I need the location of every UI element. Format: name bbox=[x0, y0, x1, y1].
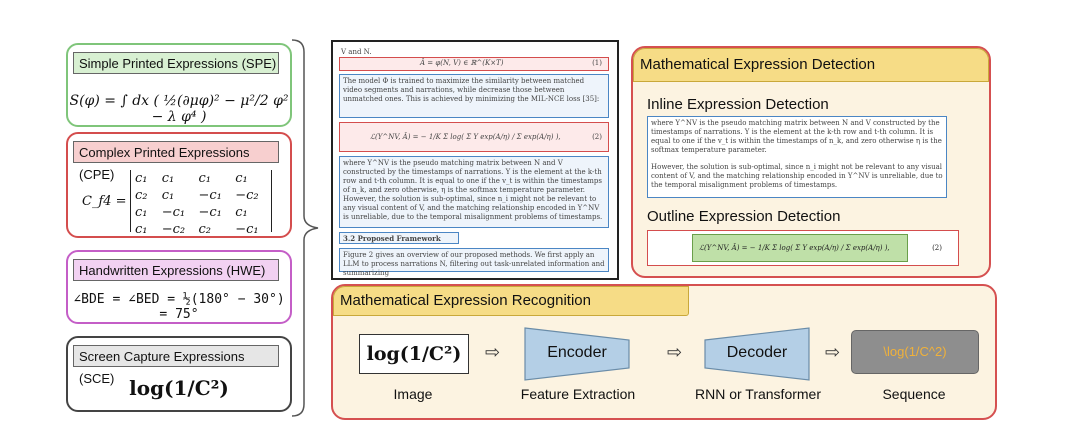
cpe-lhs: C_f4 = bbox=[82, 194, 127, 209]
paper-para1: The model Φ is trained to maximize the s… bbox=[343, 77, 600, 103]
caption-image: Image bbox=[393, 386, 433, 402]
matrix-cell: c₂ bbox=[198, 222, 211, 237]
paper-page: V and N. Â = φ(N, V) ∈ ℝ^(K×T) (1) The m… bbox=[331, 40, 619, 280]
detection-panel: Mathematical Expression Detection Inline… bbox=[631, 46, 991, 278]
caption-feature-extraction: Feature Extraction bbox=[520, 386, 636, 402]
encoder-label: Encoder bbox=[547, 344, 607, 361]
matrix-cell: −c₁ bbox=[235, 222, 259, 237]
paper-section: 3.2 Proposed Framework bbox=[343, 234, 441, 243]
detection-title: Mathematical Expression Detection bbox=[633, 48, 989, 82]
arrow-icon: ⇨ bbox=[485, 342, 501, 362]
encoder-shape bbox=[524, 327, 630, 381]
paper-eq1: Â = φ(N, V) ∈ ℝ^(K×T) bbox=[420, 59, 504, 67]
outline-eq-highlight: ℒ(Y^NV, Â) = − 1/K Σ log( Σ Y exp(A/η) /… bbox=[692, 234, 908, 262]
matrix-cell: −c₁ bbox=[198, 205, 222, 220]
decoder-shape bbox=[704, 327, 810, 381]
caption-sequence: Sequence bbox=[882, 386, 946, 402]
paper-para4: Figure 2 gives an overview of our propos… bbox=[343, 251, 605, 277]
cpe-label: Complex Printed Expressions (CPE) bbox=[73, 141, 279, 182]
recognition-panel: Mathematical Expression Recognition log(… bbox=[331, 284, 997, 420]
spe-label: Simple Printed Expressions (SPE) bbox=[73, 52, 279, 74]
inline-detection-box: where Y^NV is the pseudo matching matrix… bbox=[647, 116, 947, 198]
paper-section-box: 3.2 Proposed Framework bbox=[339, 232, 459, 244]
sce-card: Screen Capture Expressions (SCE) log(1/C… bbox=[66, 336, 292, 412]
matrix-cell: c₁ bbox=[198, 171, 211, 186]
paper-eq1-num: (1) bbox=[592, 59, 602, 67]
matrix-cell: c₁ bbox=[235, 171, 248, 186]
matrix-cell: −c₂ bbox=[235, 188, 259, 203]
arrow-icon: ⇨ bbox=[667, 342, 683, 362]
matrix-cell: −c₁ bbox=[161, 205, 186, 220]
caption-rnn-transformer: RNN or Transformer bbox=[694, 386, 822, 402]
paper-para3: However, the solution is sub-optimal, si… bbox=[343, 195, 603, 221]
matrix-cell: c₁ bbox=[135, 222, 148, 237]
hwe-label: Handwritten Expressions (HWE) bbox=[73, 259, 279, 281]
matrix-cell: c₁ bbox=[161, 171, 175, 186]
cpe-card: Complex Printed Expressions (CPE) C_f4 =… bbox=[66, 132, 292, 238]
grouping-brace bbox=[291, 39, 319, 417]
spe-formula: S(φ) = ∫ dx ( ½(∂μφ)² − μ²/2 φ² − λ φ⁴ ) bbox=[69, 93, 289, 125]
outline-detection-box: ℒ(Y^NV, Â) = − 1/K Σ log( Σ Y exp(A/η) /… bbox=[647, 230, 959, 266]
matrix-cell: c₁ bbox=[235, 205, 248, 220]
outline-eq: ℒ(Y^NV, Â) = − 1/K Σ log( Σ Y exp(A/η) /… bbox=[699, 244, 890, 252]
paper-para4-box: Figure 2 gives an overview of our propos… bbox=[339, 248, 609, 277]
matrix-cell: c₂ bbox=[135, 188, 148, 203]
matrix-cell: −c₁ bbox=[198, 188, 222, 203]
paper-eq2: ℒ(Y^NV, Â) = − 1/K Σ log( Σ Y exp(A/η) /… bbox=[370, 133, 561, 141]
inline-text2: However, the solution is sub-optimal, si… bbox=[651, 163, 943, 189]
matrix-cell: c₁ bbox=[135, 171, 148, 186]
hwe-formula: ∠BDE = ∠BED = ½(180° − 30°) = 75° bbox=[73, 292, 285, 322]
paper-line1: V and N. bbox=[341, 48, 372, 56]
arrow-icon: ⇨ bbox=[825, 342, 841, 362]
outline-eq-num: (2) bbox=[932, 244, 942, 252]
paper-para2: where Y^NV is the pseudo matching matrix… bbox=[343, 159, 602, 194]
sce-label: Screen Capture Expressions (SCE) bbox=[73, 345, 279, 386]
paper-eq2-num: (2) bbox=[592, 133, 602, 141]
decoder-label: Decoder bbox=[726, 344, 788, 361]
spe-card: Simple Printed Expressions (SPE) S(φ) = … bbox=[66, 43, 292, 127]
paper-eq1-box: Â = φ(N, V) ∈ ℝ^(K×T) (1) bbox=[339, 57, 609, 71]
inline-text1: where Y^NV is the pseudo matching matrix… bbox=[651, 119, 942, 154]
hwe-card: Handwritten Expressions (HWE) ∠BDE = ∠BE… bbox=[66, 250, 292, 324]
paper-eq2-box: ℒ(Y^NV, Â) = − 1/K Σ log( Σ Y exp(A/η) /… bbox=[339, 122, 609, 152]
matrix-cell: c₁ bbox=[161, 188, 175, 203]
cpe-matrix: c₁ c₁ c₁ c₁ c₂ c₁ −c₁ −c₂ c₁ −c₁ −c₁ c₁ c₁ −c₂ c₂ −c… bbox=[130, 170, 272, 237]
input-image-box: log(1/C²) bbox=[359, 334, 469, 374]
sce-formula: log(1/C²) bbox=[129, 376, 229, 400]
matrix-cell: c₁ bbox=[135, 205, 148, 220]
inline-detection-title: Inline Expression Detection bbox=[647, 96, 829, 113]
matrix-cell: −c₂ bbox=[161, 222, 186, 237]
recognition-title: Mathematical Expression Recognition bbox=[333, 286, 689, 316]
paper-para1-box: The model Φ is trained to maximize the s… bbox=[339, 74, 609, 118]
outline-detection-title: Outline Expression Detection bbox=[647, 208, 841, 225]
paper-para2-box: where Y^NV is the pseudo matching matrix… bbox=[339, 156, 609, 228]
sequence-output-box: \log(1/C^2) bbox=[851, 330, 979, 374]
